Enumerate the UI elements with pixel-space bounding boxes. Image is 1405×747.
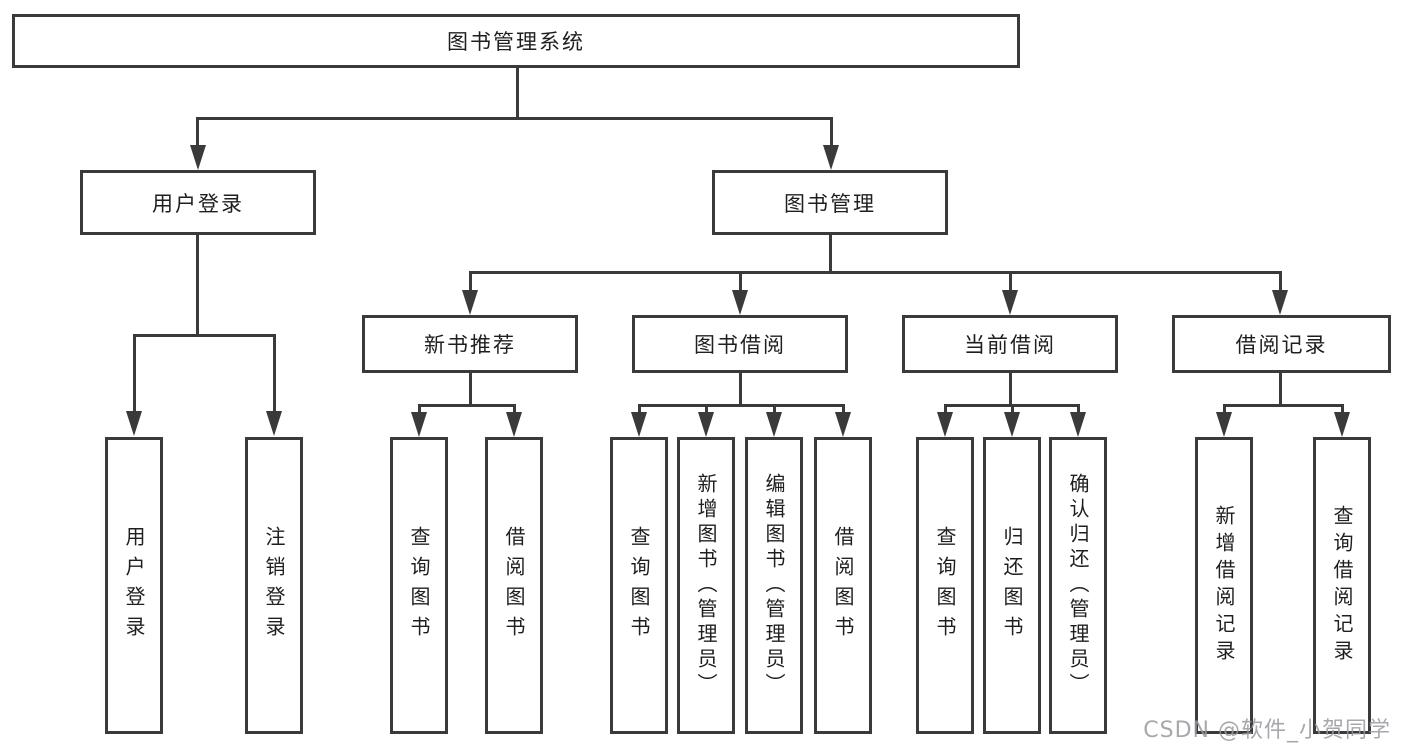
connector-line bbox=[196, 117, 833, 120]
arrowhead-down bbox=[1002, 290, 1018, 315]
connector-line bbox=[739, 373, 742, 407]
arrowhead-down bbox=[1272, 290, 1288, 315]
node-confirm-return-admin: 确认归还（管理员） bbox=[1049, 437, 1107, 734]
node-book-borrowing: 图书借阅 bbox=[632, 315, 848, 373]
connector-line bbox=[842, 404, 845, 414]
arrowhead-down bbox=[937, 412, 953, 437]
connector-line bbox=[418, 404, 516, 407]
node-root-system: 图书管理系统 bbox=[12, 14, 1020, 68]
node-user-login-leaf: 用户登录 bbox=[105, 437, 163, 734]
connector-line bbox=[739, 271, 742, 292]
watermark: CSDN @软件_小贺同学 bbox=[1143, 718, 1391, 743]
arrowhead-down bbox=[835, 412, 851, 437]
node-add-borrow-record: 新增借阅记录 bbox=[1195, 437, 1253, 734]
connector-line bbox=[830, 117, 833, 147]
arrowhead-down bbox=[1004, 412, 1020, 437]
connector-line bbox=[773, 404, 776, 414]
connector-line bbox=[1077, 404, 1080, 414]
connector-line bbox=[516, 66, 519, 118]
connector-line bbox=[1011, 404, 1014, 414]
connector-line bbox=[469, 271, 472, 292]
arrowhead-down bbox=[698, 412, 714, 437]
connector-line bbox=[196, 117, 199, 147]
connector-line bbox=[469, 373, 472, 407]
node-add-books-admin: 新增图书（管理员） bbox=[677, 437, 735, 734]
node-user-login-branch: 用户登录 bbox=[80, 170, 316, 235]
connector-line bbox=[1341, 404, 1344, 414]
node-borrow-books-borrowing: 借阅图书 bbox=[814, 437, 872, 734]
arrowhead-down bbox=[506, 412, 522, 437]
node-book-management-branch: 图书管理 bbox=[712, 170, 948, 235]
node-query-books-current: 查询图书 bbox=[916, 437, 974, 734]
connector-line bbox=[638, 404, 845, 407]
connector-line bbox=[513, 404, 516, 414]
connector-line bbox=[829, 235, 832, 273]
connector-line bbox=[469, 271, 1282, 274]
node-logout-leaf: 注销登录 bbox=[245, 437, 303, 734]
connector-line bbox=[705, 404, 708, 414]
connector-line bbox=[1009, 373, 1012, 407]
connector-line bbox=[418, 404, 421, 414]
node-borrow-books-recommend: 借阅图书 bbox=[485, 437, 543, 734]
arrowhead-down bbox=[823, 145, 839, 170]
node-current-borrowing: 当前借阅 bbox=[902, 315, 1118, 373]
arrowhead-down bbox=[1070, 412, 1086, 437]
arrowhead-down bbox=[126, 411, 142, 436]
node-query-books-borrowing: 查询图书 bbox=[610, 437, 668, 734]
connector-line bbox=[1279, 271, 1282, 292]
node-query-books-recommend: 查询图书 bbox=[390, 437, 448, 734]
connector-line bbox=[1009, 271, 1012, 292]
connector-line bbox=[1223, 404, 1344, 407]
node-query-borrow-record: 查询借阅记录 bbox=[1313, 437, 1371, 734]
connector-line bbox=[273, 334, 276, 412]
node-borrowing-records: 借阅记录 bbox=[1172, 315, 1391, 373]
connector-line bbox=[133, 334, 136, 412]
connector-line bbox=[1223, 404, 1226, 414]
connector-line bbox=[196, 235, 199, 335]
arrowhead-down bbox=[631, 412, 647, 437]
connector-line bbox=[638, 404, 641, 414]
arrowhead-down bbox=[766, 412, 782, 437]
connector-line bbox=[944, 404, 947, 414]
arrowhead-down bbox=[266, 411, 282, 436]
connector-line bbox=[1279, 373, 1282, 407]
node-edit-books-admin: 编辑图书（管理员） bbox=[745, 437, 803, 734]
node-new-book-recommendation: 新书推荐 bbox=[362, 315, 578, 373]
connector-line bbox=[133, 334, 276, 337]
arrowhead-down bbox=[411, 412, 427, 437]
arrowhead-down bbox=[732, 290, 748, 315]
arrowhead-down bbox=[1334, 412, 1350, 437]
node-return-books: 归还图书 bbox=[983, 437, 1041, 734]
arrowhead-down bbox=[462, 290, 478, 315]
arrowhead-down bbox=[190, 145, 206, 170]
arrowhead-down bbox=[1216, 412, 1232, 437]
